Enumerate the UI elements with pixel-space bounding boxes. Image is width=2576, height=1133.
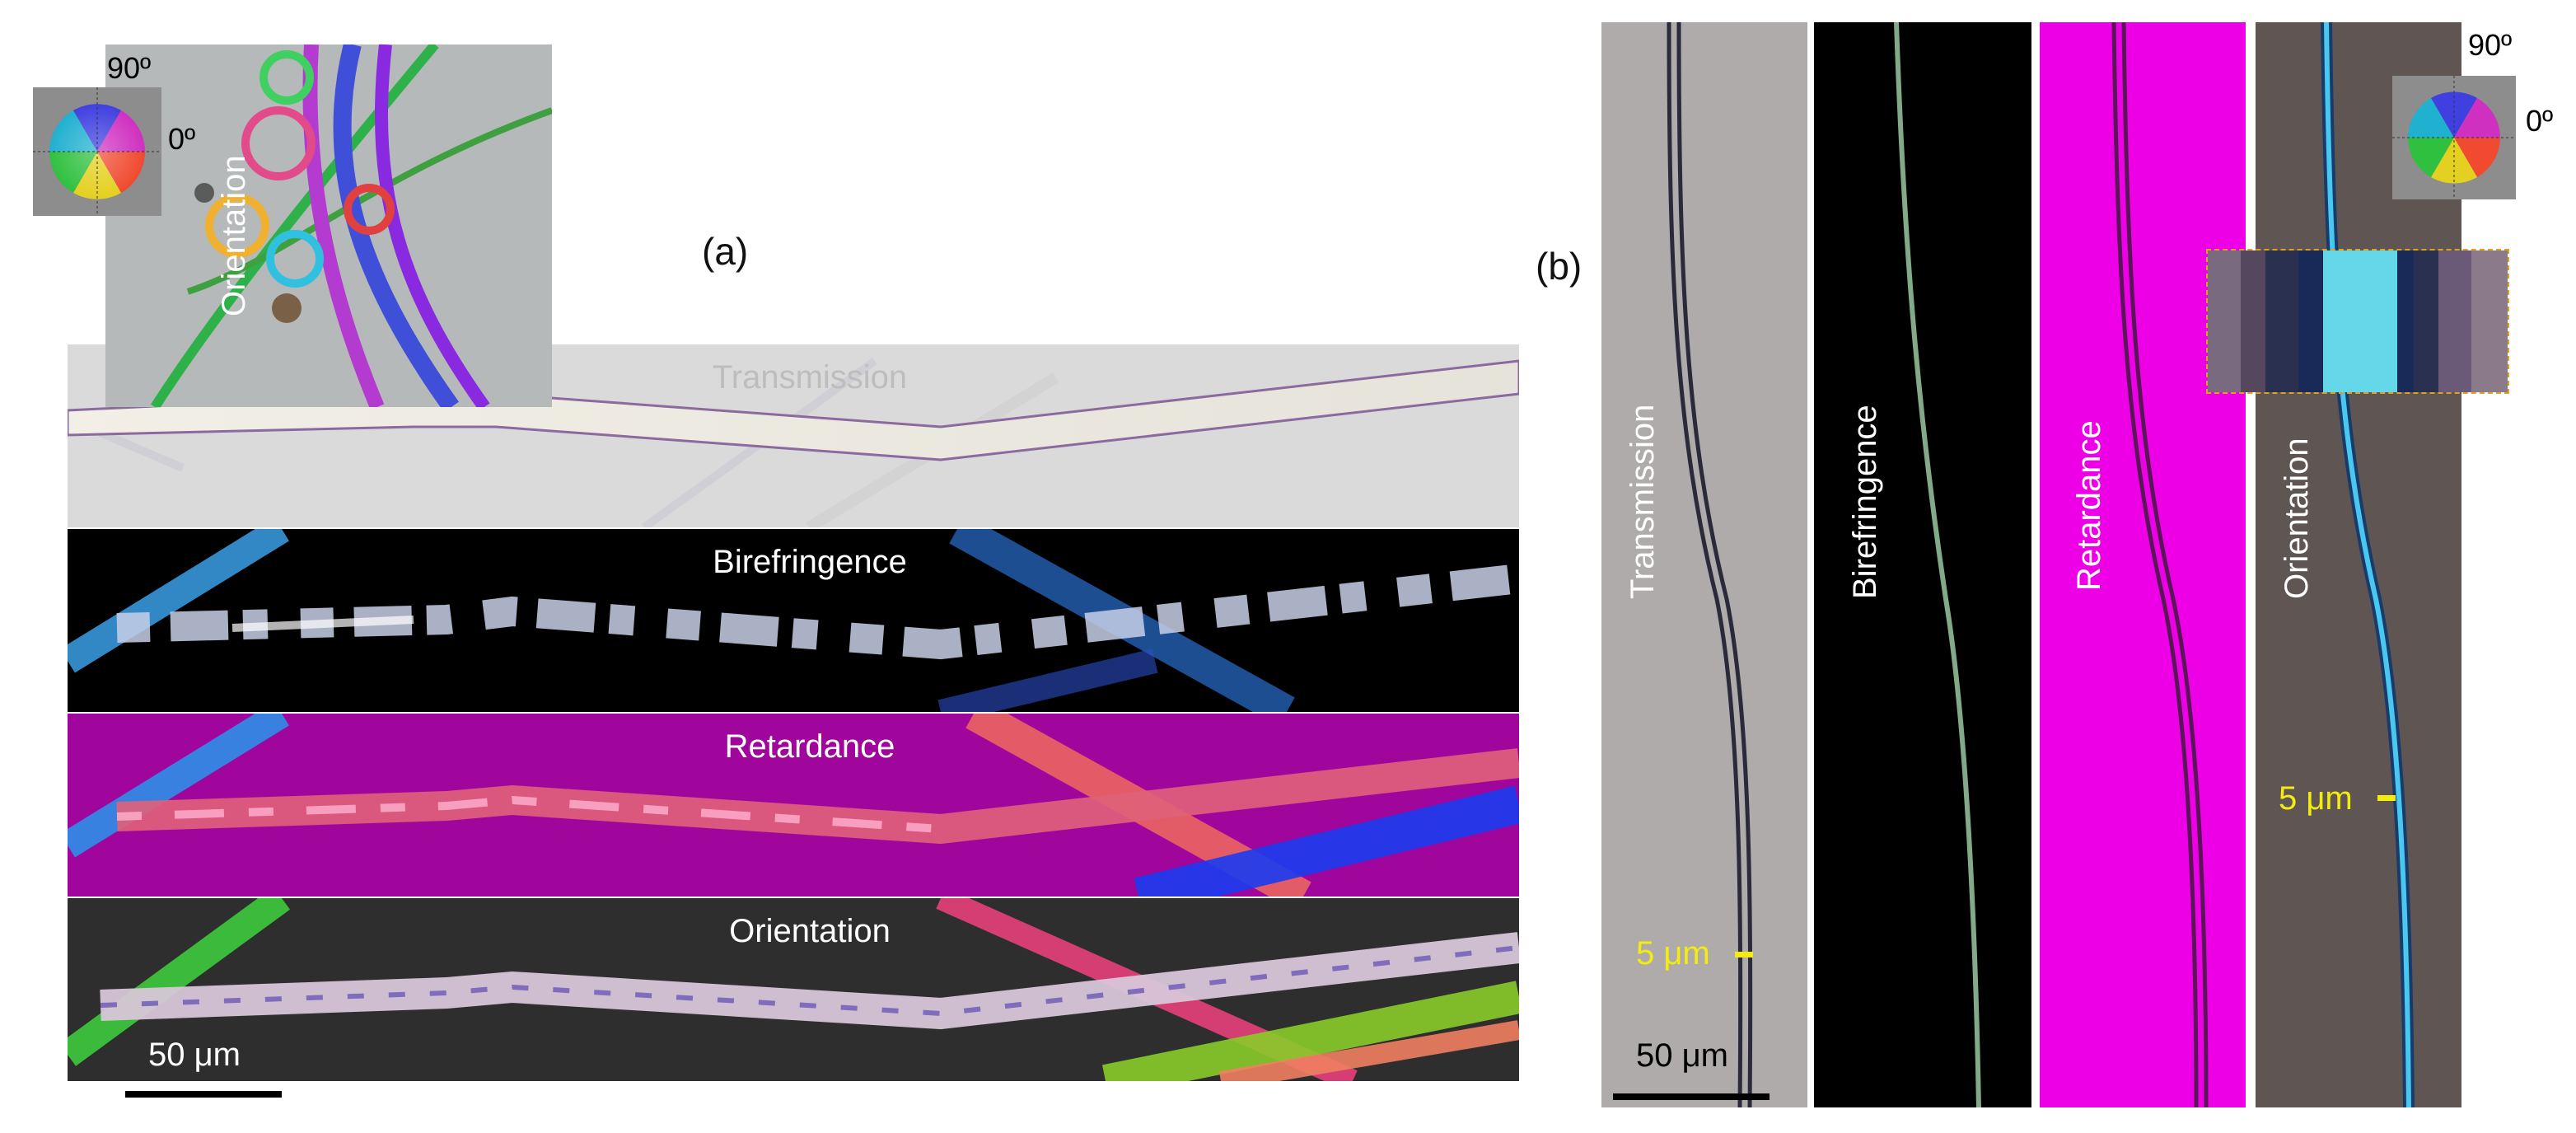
birefringence-image [68, 529, 1519, 712]
panel-b-orientation-label: Orientation [2279, 438, 2315, 599]
panel-b-scale-bar [1613, 1093, 1770, 1100]
birefringence-label: Birefringence [713, 544, 907, 580]
panel-b-transmission-marker-label: 5 μm [1636, 935, 1710, 971]
orientation-fiber [2321, 22, 2415, 1107]
orientation-label: Orientation [729, 913, 891, 949]
color-wheel-icon [33, 87, 161, 216]
panel-b-orientation-marker [2377, 795, 2396, 801]
panel-a-birefringence-strip: Birefringence [68, 529, 1519, 712]
inset-fiber-image [150, 44, 552, 407]
panel-a-inset: Orientation [105, 44, 552, 407]
panel-a-90-degree-label: 90º [107, 51, 152, 85]
panel-b-retardance-label: Retardance [2071, 420, 2107, 591]
panel-b-0-degree-label: 0º [2526, 104, 2554, 138]
retardance-fiber [2111, 22, 2209, 1107]
color-wheel-icon [2392, 76, 2516, 199]
panel-a-letter: (a) [702, 230, 749, 273]
panel-a-0-degree-label: 0º [168, 122, 196, 156]
panel-a-scale-label: 50 μm [148, 1037, 241, 1073]
panel-a-color-wheel [33, 87, 161, 216]
panel-b-transmission-marker [1735, 952, 1753, 957]
transmission-image [68, 357, 1519, 527]
panel-b-transmission-label: Transmission [1625, 404, 1661, 599]
inset-orientation-label: Orientation [216, 155, 252, 316]
panel-b-letter: (b) [1536, 245, 1583, 288]
panel-b-color-wheel [2392, 76, 2516, 199]
transmission-fiber [1667, 22, 1753, 1107]
birefringence-fiber [1894, 22, 1981, 1107]
panel-b-birefringence-column: Birefringence [1814, 22, 2031, 1107]
panel-b-scale-label: 50 μm [1636, 1037, 1728, 1074]
panel-b-birefringence-label: Birefringence [1847, 405, 1883, 599]
orientation-image [68, 898, 1519, 1081]
panel-b-transmission-column: Transmission 5 μm 50 μm [1601, 22, 1807, 1107]
panel-b-90-degree-label: 90º [2468, 28, 2513, 62]
panel-a-retardance-strip: Retardance [68, 714, 1519, 897]
panel-b-orientation-marker-label: 5 μm [2279, 780, 2353, 817]
retardance-label: Retardance [724, 728, 895, 765]
panel-b-retardance-column: Retardance [2040, 22, 2246, 1107]
panel-b-zoom-inset [2206, 249, 2509, 394]
panel-a-scale-bar [125, 1091, 282, 1098]
panel-a-orientation-strip: Orientation [68, 898, 1519, 1081]
panel-b-orientation-column: Orientation 5 μm [2256, 22, 2461, 1107]
retardance-image [68, 714, 1519, 897]
transmission-label: Transmission [712, 359, 908, 396]
zoom-inset-image [2208, 250, 2508, 392]
